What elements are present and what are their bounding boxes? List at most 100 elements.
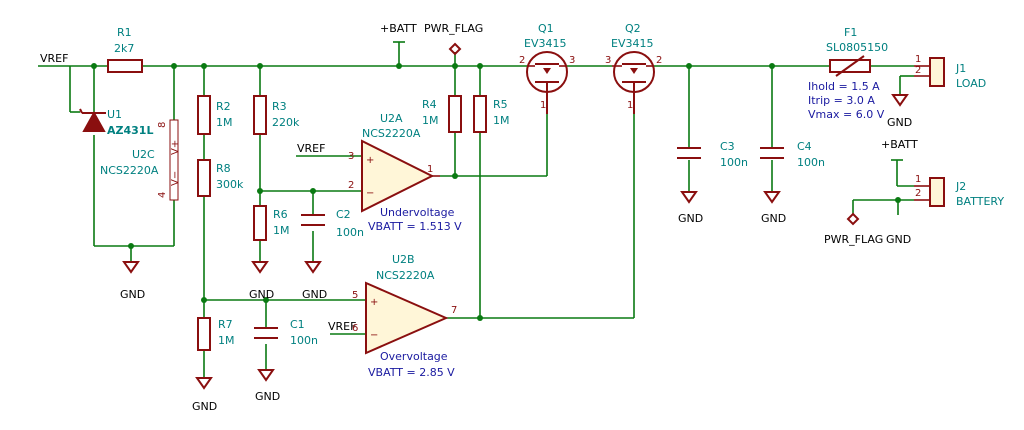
svg-text:4: 4 [157,192,168,198]
net-label-pwr-flag-j2: PWR_FLAG [824,233,883,246]
svg-text:100n: 100n [290,334,318,347]
svg-text:300k: 300k [216,178,244,191]
capacitor-c4[interactable]: C4 100n [760,140,825,169]
svg-text:1: 1 [427,164,433,175]
fuse-vmax: Vmax = 6.0 V [808,108,885,121]
resistor-r2[interactable]: R2 1M [197,95,233,135]
opamp-u2c-power[interactable]: U2C NCS2220A 8 V+ V− 4 [100,119,181,201]
resistor-r8[interactable]: R8 300k [197,159,244,197]
svg-text:+: + [370,297,378,308]
svg-text:NCS2220A: NCS2220A [376,269,435,282]
connector-j2[interactable]: 1 2 J2 BATTERY [914,174,1004,208]
batt-symbol [393,41,903,161]
mosfet-q2[interactable]: 3 2 1 Q2 EV3415 [605,22,662,114]
svg-text:2: 2 [656,55,662,66]
svg-text:R2: R2 [216,100,231,113]
svg-text:R5: R5 [493,98,508,111]
wires [38,42,914,378]
gnd-label-u1: GND [120,288,145,301]
svg-text:R7: R7 [218,318,233,331]
svg-text:−: − [366,188,374,199]
gnd-label-r7: GND [192,400,217,413]
svg-text:R4: R4 [422,98,437,111]
svg-text:U2A: U2A [380,112,403,125]
resistor-r3[interactable]: R3 220k [253,95,300,135]
svg-text:1M: 1M [216,116,233,129]
svg-text:R3: R3 [272,100,287,113]
svg-text:1: 1 [540,100,546,111]
svg-text:F1: F1 [844,26,857,39]
svg-text:Q1: Q1 [538,22,554,35]
net-label-pwr-flag: PWR_FLAG [424,22,483,35]
svg-text:AZ431L: AZ431L [107,124,153,137]
resistor-r4[interactable]: R4 1M [422,95,462,133]
connector-j1[interactable]: 1 2 J1 LOAD [914,54,986,90]
undervoltage-value: VBATT = 1.513 V [368,220,462,233]
svg-text:U2B: U2B [392,253,415,266]
fuse-f1[interactable]: F1 SL0805150 [826,26,888,77]
svg-text:R8: R8 [216,162,231,175]
svg-text:100n: 100n [797,156,825,169]
capacitor-c3[interactable]: C3 100n [677,140,748,169]
fuse-hold: Ihold = 1.5 A [808,80,880,93]
svg-text:NCS2220A: NCS2220A [100,164,159,177]
svg-text:7: 7 [451,305,457,316]
svg-text:2: 2 [915,188,921,199]
svg-text:NCS2220A: NCS2220A [362,127,421,140]
svg-text:C2: C2 [336,208,351,221]
svg-text:1M: 1M [273,224,290,237]
svg-text:V+: V+ [170,140,181,155]
capacitor-c2[interactable]: C2 100n [301,208,364,239]
mosfet-q1[interactable]: 2 3 1 Q1 EV3415 [519,22,575,114]
svg-text:1: 1 [627,100,633,111]
svg-text:U1: U1 [107,108,122,121]
resistor-r6[interactable]: R6 1M [253,205,290,241]
svg-text:R1: R1 [117,26,132,39]
net-label-batt-j2: +BATT [881,138,918,151]
svg-text:BATTERY: BATTERY [956,195,1004,208]
svg-text:1: 1 [915,54,921,65]
opamp-u2a[interactable]: + − 3 2 1 U2A NCS2220A [348,112,440,213]
gnd-label-c1: GND [255,390,280,403]
svg-text:+: + [366,155,374,166]
svg-text:3: 3 [569,55,575,66]
svg-text:V−: V− [170,171,181,186]
resistor-r1[interactable]: R1 2k7 [107,26,143,73]
svg-text:EV3415: EV3415 [611,37,653,50]
svg-text:5: 5 [352,290,358,301]
junctions [91,63,901,321]
svg-text:LOAD: LOAD [956,77,986,90]
resistor-r7[interactable]: R7 1M [197,317,235,351]
svg-text:J1: J1 [955,62,966,75]
overvoltage-title: Overvoltage [380,350,448,363]
resistor-r5[interactable]: R5 1M [473,95,510,133]
regulator-u1[interactable]: U1 AZ431L [79,108,153,137]
svg-text:100n: 100n [720,156,748,169]
opamp-u2b[interactable]: + − 5 6 7 U2B NCS2220A [352,253,457,355]
gnd-label-j1: GND [887,116,912,129]
net-label-vref-u2a: VREF [297,142,325,155]
svg-text:220k: 220k [272,116,300,129]
gnd-label-c3: GND [678,212,703,225]
svg-text:1: 1 [915,174,921,185]
pwr-flag-symbol [448,42,860,226]
svg-text:1M: 1M [422,114,439,127]
undervoltage-title: Undervoltage [380,206,455,219]
svg-text:EV3415: EV3415 [524,37,566,50]
net-label-vref-main: VREF [40,52,68,65]
svg-text:C3: C3 [720,140,735,153]
svg-text:8: 8 [157,122,168,128]
gnd-label-c2: GND [302,288,327,301]
gnd-label-r6: GND [249,288,274,301]
gnd-label-j2: GND [886,233,911,246]
capacitor-c1[interactable]: C1 100n [254,318,318,347]
svg-text:C1: C1 [290,318,305,331]
svg-text:Q2: Q2 [625,22,641,35]
gnd-symbols [122,94,909,390]
svg-text:C4: C4 [797,140,812,153]
svg-text:3: 3 [348,151,354,162]
svg-text:2: 2 [348,180,354,191]
svg-text:100n: 100n [336,226,364,239]
svg-text:2: 2 [915,65,921,76]
